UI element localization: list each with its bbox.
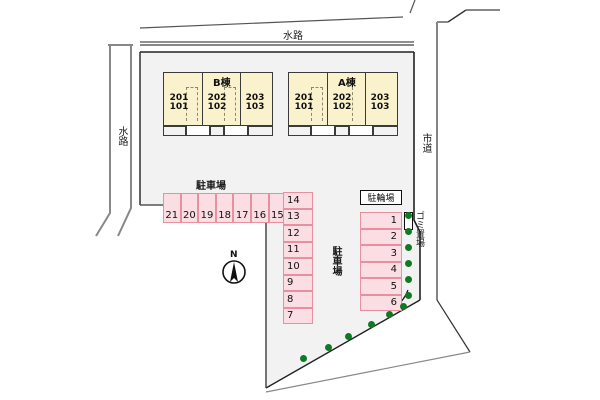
city-road-left-edge	[413, 52, 421, 300]
parking-space-14[interactable]: 14	[283, 192, 313, 209]
label-parking-top: 駐車場	[196, 181, 226, 192]
building-b-unit-1[interactable]: 201 101	[166, 93, 192, 113]
building-b-unit-3[interactable]: 203 103	[242, 93, 268, 113]
site-diagonal-outer	[265, 351, 471, 393]
parking-space-20[interactable]: 20	[180, 193, 199, 223]
building-b-sep-2	[240, 73, 241, 125]
building-a-unit-1-lower: 101	[294, 102, 314, 113]
building-b-unit-3-lower: 103	[245, 102, 265, 113]
building-a-sep-1	[327, 73, 328, 125]
building-a-unit-2-upper: 202	[332, 93, 352, 103]
building-b-unit-1-lower: 101	[169, 102, 189, 113]
label-parking-middle: 駐車場	[330, 246, 341, 276]
building-a-unit-1[interactable]: 201 101	[291, 93, 317, 113]
parking-space-19[interactable]: 19	[198, 193, 216, 223]
tree-icon	[405, 292, 412, 299]
road-top-edge-3	[447, 9, 467, 23]
city-road-right-edge	[436, 22, 471, 353]
parking-space-18[interactable]: 18	[215, 193, 234, 223]
road-top-edge	[139, 16, 404, 29]
parking-space-1[interactable]: 1	[360, 212, 402, 229]
building-b-dash-3	[224, 87, 225, 121]
building-b-step-2	[210, 126, 224, 136]
north-label: N	[230, 250, 238, 260]
building-b-dash-h-1	[186, 87, 198, 88]
building-a-unit-3-upper: 203	[370, 93, 390, 103]
tree-icon	[386, 311, 393, 318]
parking-space-3[interactable]: 3	[360, 245, 402, 262]
north-arrow-icon	[222, 260, 246, 284]
building-a-sep-2	[365, 73, 366, 125]
parking-space-4[interactable]: 4	[360, 261, 402, 278]
building-b-dash-1	[186, 87, 187, 121]
building-b-dash-4	[235, 87, 236, 121]
parking-space-12[interactable]: 12	[283, 225, 313, 242]
bicycle-parking-box[interactable]: 駐輪場	[360, 190, 402, 205]
building-b-porch-2	[224, 126, 248, 136]
building-b[interactable]	[163, 72, 273, 126]
building-b-unit-2[interactable]: 202 102	[204, 93, 230, 113]
building-a-dash-1	[311, 87, 312, 121]
parking-space-7[interactable]: 7	[283, 307, 313, 324]
building-a-unit-2[interactable]: 202 102	[329, 93, 355, 113]
road-top-edge-2	[409, 0, 416, 14]
parking-space-2[interactable]: 2	[360, 228, 402, 245]
label-city-road: 市道	[420, 133, 431, 153]
building-a-porch-2	[349, 126, 373, 136]
building-b-sep-1	[202, 73, 203, 125]
building-b-unit-1-upper: 201	[169, 93, 189, 103]
waterway-left-line-outer	[95, 45, 111, 237]
label-garbage-area: ゴミ置場	[414, 211, 424, 247]
building-a-dash-h-1	[311, 87, 323, 88]
building-a[interactable]	[288, 72, 398, 126]
parking-space-13[interactable]: 13	[283, 208, 313, 225]
parking-space-10[interactable]: 10	[283, 258, 313, 275]
tree-icon	[345, 333, 352, 340]
building-a-unit-3[interactable]: 203 103	[367, 93, 393, 113]
building-b-unit-2-lower: 102	[207, 102, 227, 113]
parking-space-16[interactable]: 16	[251, 193, 269, 223]
building-a-step-1	[288, 126, 311, 136]
building-b-dash-h-2	[224, 87, 236, 88]
building-b-step-3	[248, 126, 273, 136]
building-b-unit-2-upper: 202	[207, 93, 227, 103]
parking-space-11[interactable]: 11	[283, 241, 313, 258]
tree-icon	[300, 355, 307, 362]
tree-icon	[405, 228, 412, 235]
building-a-unit-3-lower: 103	[370, 102, 390, 113]
label-waterway-left: 水路	[116, 126, 127, 146]
building-b-dash-2	[197, 87, 198, 121]
label-waterway-top: 水路	[283, 31, 303, 42]
building-a-porch-1	[311, 126, 335, 136]
building-b-title: B棟	[213, 78, 231, 89]
tree-icon	[325, 344, 332, 351]
tree-icon	[405, 212, 412, 219]
site-diagonal-boundary	[265, 299, 421, 389]
site-left-lower-boundary	[140, 204, 267, 388]
building-a-unit-2-lower: 102	[332, 102, 352, 113]
building-b-porch-1	[186, 126, 210, 136]
parking-space-17[interactable]: 17	[233, 193, 251, 223]
tree-icon	[400, 303, 407, 310]
tree-icon	[405, 260, 412, 267]
building-a-step-3	[373, 126, 398, 136]
parking-space-6[interactable]: 6	[360, 294, 402, 311]
building-a-dash-2	[322, 87, 323, 121]
tree-icon	[405, 276, 412, 283]
building-a-dash-3	[352, 87, 353, 121]
building-a-unit-1-upper: 201	[294, 93, 314, 103]
building-a-title: A棟	[338, 78, 356, 89]
parking-space-9[interactable]: 9	[283, 274, 313, 291]
waterway-left-line-inner	[117, 45, 132, 237]
building-a-step-2	[335, 126, 349, 136]
building-b-unit-3-upper: 203	[245, 93, 265, 103]
parking-space-5[interactable]: 5	[360, 278, 402, 295]
building-b-step-1	[163, 126, 186, 136]
parking-space-21[interactable]: 21	[163, 193, 181, 223]
parking-space-8[interactable]: 8	[283, 291, 313, 308]
tree-icon	[405, 244, 412, 251]
tree-icon	[368, 321, 375, 328]
